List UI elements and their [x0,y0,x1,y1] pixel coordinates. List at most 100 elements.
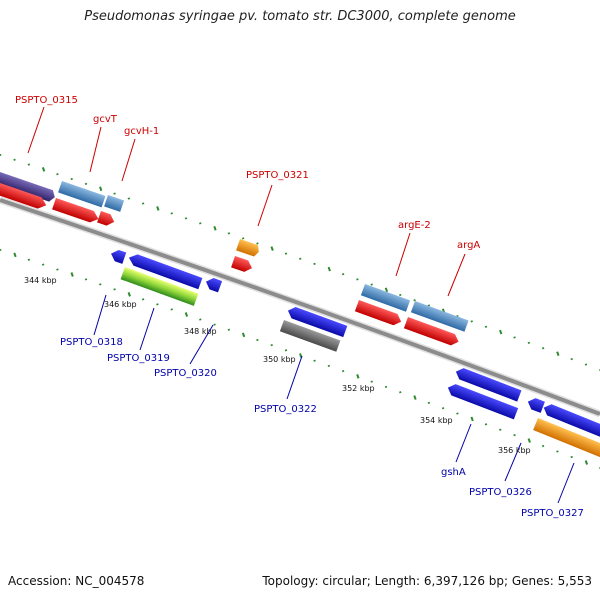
accession-label: Accession: [8,574,72,588]
scale-tick [427,304,431,307]
scale-tick [341,370,345,373]
scale-tick [256,338,259,342]
scale-tick [70,272,74,277]
accession-info: Accession: NC_004578 [8,574,144,588]
scale-tick [113,192,116,195]
scale-tick [27,258,31,261]
label-PSPTO_0315[interactable]: PSPTO_0315 [15,95,78,106]
scale-tick [0,153,2,156]
label-gshA[interactable]: gshA [441,467,466,478]
scale-tick [413,299,416,302]
scale-label-344: 344 kbp [24,276,57,285]
cds-gshA[interactable] [454,366,522,402]
label-gcvH-1[interactable]: gcvH-1 [124,126,159,137]
scale-tick [584,460,589,465]
scale-tick [41,263,45,266]
scale-tick [127,292,131,297]
label-PSPTO_0319[interactable]: PSPTO_0319 [107,353,170,364]
cds-PSPTO_0318[interactable] [109,248,127,264]
scale-tick [513,434,516,437]
scale-tick [156,303,159,306]
scale-tick [56,268,59,271]
scale-tick [241,332,246,338]
scale-tick [499,428,502,431]
scale-label-356: 356 kbp [498,446,531,455]
label-argE-2[interactable]: argE-2 [398,220,431,231]
gene-PSPTO_0327[interactable] [533,418,600,460]
scale-tick [499,329,503,335]
scale-label-352: 352 kbp [342,384,375,393]
scale-tick [84,182,88,186]
top-label-leaders [27,106,466,297]
label-PSPTO_0326[interactable]: PSPTO_0326 [469,487,532,498]
scale-ticks [0,153,600,470]
scale-tick [227,232,231,235]
cds-argA[interactable] [403,317,461,347]
gene-gcvH-1[interactable] [104,195,125,212]
scale-tick [41,167,46,172]
label-PSPTO_0318[interactable]: PSPTO_0318 [60,337,123,348]
gene-PSPTO_0321[interactable] [236,239,261,258]
scale-tick [556,450,559,453]
scale-tick [399,391,402,394]
scale-tick [470,320,473,323]
scale-tick [184,312,189,317]
gene-argA[interactable] [410,301,469,332]
scale-tick [113,288,116,291]
scale-tick [199,222,202,225]
scale-tick [213,323,216,326]
cds-PSPTO_0321[interactable] [231,256,254,274]
scale-tick [141,202,145,205]
scale-tick [184,217,188,220]
label-PSPTO_0322[interactable]: PSPTO_0322 [254,404,317,415]
gene-PSPTO_0319[interactable] [120,267,199,306]
scale-tick [270,246,274,251]
cds-PSPTO_0315[interactable] [0,179,48,211]
scale-tick [370,283,373,286]
gene-gcvT[interactable] [58,181,106,208]
scale-tick [170,308,173,311]
scale-label-348: 348 kbp [184,327,217,336]
scale-tick [284,349,288,352]
cds-argE-2[interactable] [354,300,403,327]
scale-tick [199,318,202,321]
scale-tick [484,423,488,426]
map-title: Pseudomonas syringae pv. tomato str. DC3… [84,9,516,24]
scale-tick [341,273,345,276]
scale-tick [56,173,59,176]
scale-tick [299,257,302,260]
label-PSPTO_0321[interactable]: PSPTO_0321 [246,170,309,181]
genome-summary: Topology: circular; Length: 6,397,126 bp… [262,574,592,588]
scale-tick [456,412,459,415]
cds-PSPTO_0320[interactable] [204,276,223,293]
scale-tick [84,278,88,281]
scale-tick [541,347,545,350]
scale-tick [156,206,160,211]
scale-tick [327,266,331,272]
gene-gshA[interactable] [446,382,519,420]
label-argA[interactable]: argA [457,240,480,251]
gene-PSPTO_0315[interactable] [0,168,57,203]
cds-PSPTO_0322[interactable] [286,305,348,338]
cds-PSPTO_0319[interactable] [127,252,203,290]
scale-tick [170,212,173,215]
label-PSPTO_0327[interactable]: PSPTO_0327 [521,508,584,519]
cds-PSPTO_0327[interactable] [542,402,600,440]
cds-gcvT[interactable] [52,198,100,225]
scale-tick [570,455,573,459]
cds-PSPTO_0326[interactable] [526,396,545,413]
scale-tick [70,177,73,181]
gene-PSPTO_0322[interactable] [279,320,341,352]
scale-tick [213,226,217,231]
scale-tick [299,353,303,358]
gene-argE-2[interactable] [360,284,411,312]
label-gcvT[interactable]: gcvT [93,114,118,125]
scale-tick [27,163,31,166]
label-PSPTO_0320[interactable]: PSPTO_0320 [154,368,217,379]
scale-tick [270,344,273,347]
cds-gcvH-1[interactable] [97,211,116,228]
scale-tick [313,262,316,266]
scale-tick [99,186,103,192]
accession-number: NC_004578 [75,574,145,588]
scale-tick [256,242,259,245]
